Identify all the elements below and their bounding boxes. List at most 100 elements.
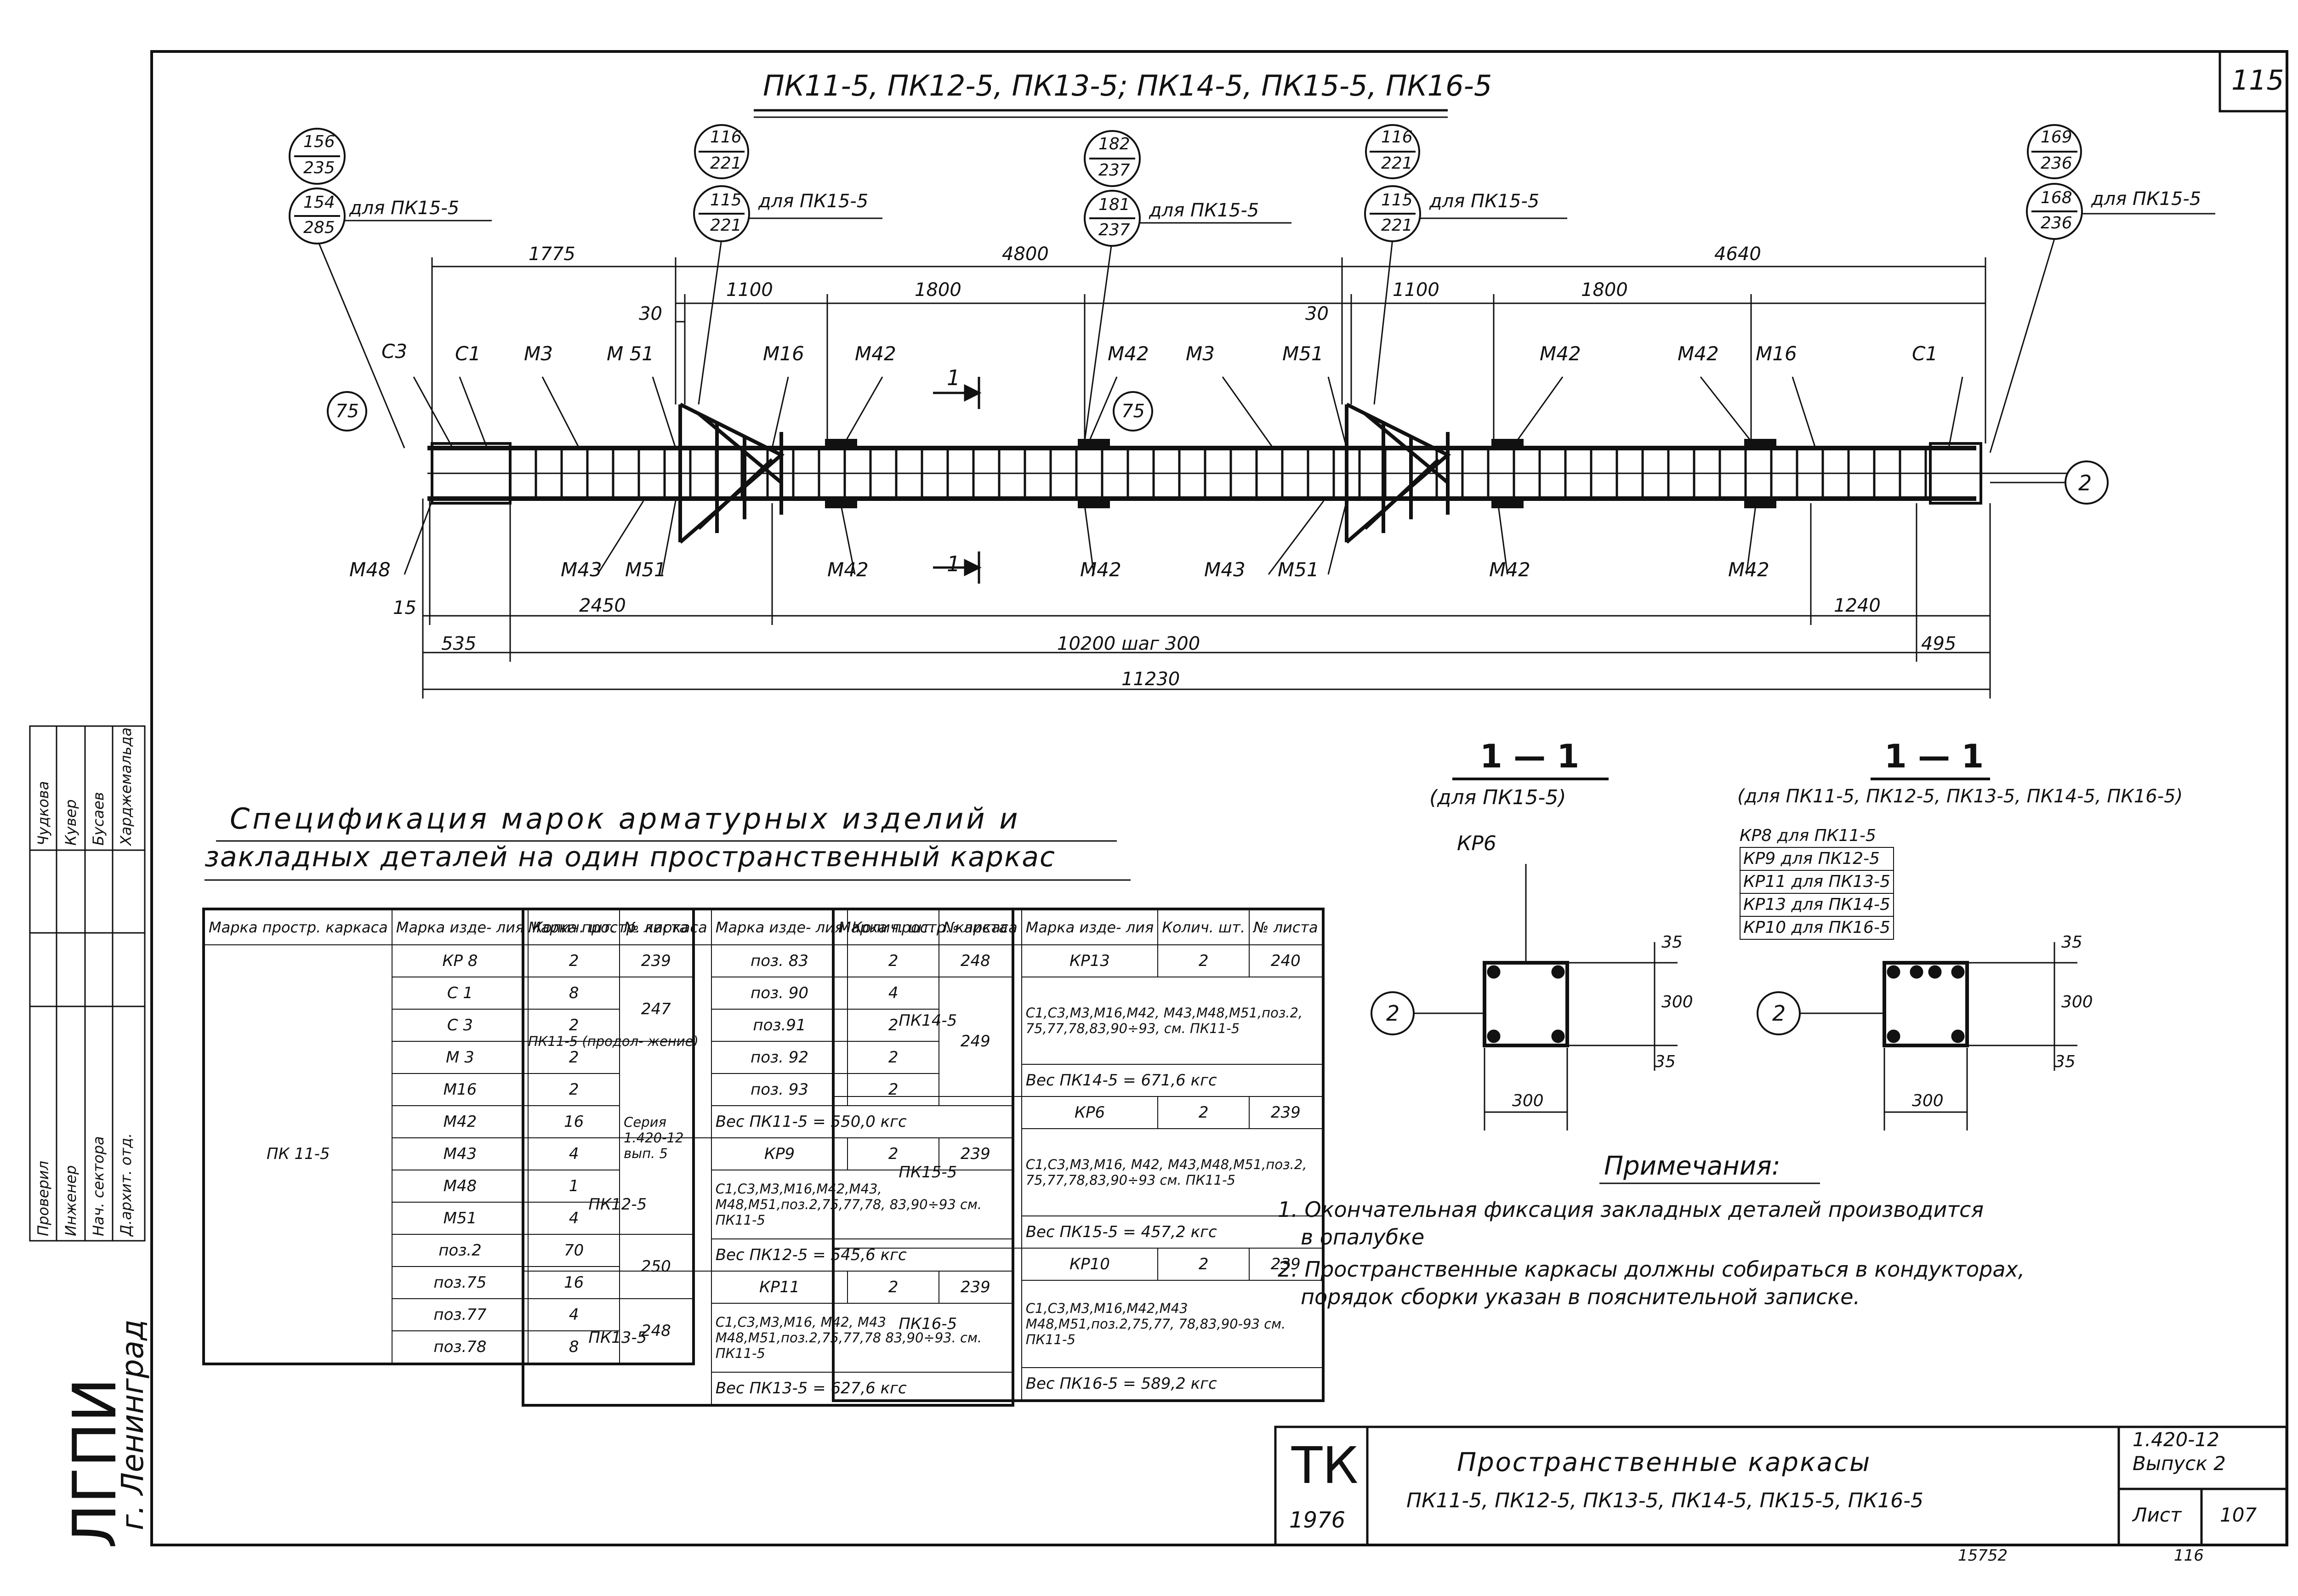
cell: КР9 (711, 1137, 848, 1170)
cell: КР10 (1021, 1248, 1159, 1281)
spec-title: закладных деталей на один пространственн… (205, 841, 1056, 873)
dim: 300 (1661, 993, 1693, 1011)
logo: ТК (1291, 1436, 1359, 1495)
th: Марка изде- лия (1021, 909, 1159, 945)
list-cell: С1,С3,М3,М16,М42,М43 М48,М51,поз.2,75,77… (1021, 1280, 1324, 1368)
spec-title: Спецификация марок арматурных изделий и (230, 802, 1021, 835)
sheet-number: 115 (2231, 64, 2284, 97)
element-label: М16 (1756, 342, 1797, 365)
dim: 4640 (1714, 244, 1761, 265)
th: № листа (1249, 909, 1324, 945)
callout-num: 237 (1098, 221, 1130, 239)
element-label: М3 (1186, 342, 1215, 365)
dim: 35 (2054, 1052, 2076, 1071)
cell: поз.91 (711, 1009, 848, 1042)
callout-num: 115 (1381, 191, 1413, 210)
cell: М51 (391, 1202, 529, 1235)
element-label: М 51 (607, 342, 654, 365)
dim: 30 (639, 303, 662, 324)
element-label: С1 (455, 342, 481, 365)
cell: поз.77 (391, 1298, 529, 1331)
callout-num: 169 (2041, 128, 2072, 147)
callout-num: 236 (2041, 214, 2072, 233)
dim: 1800 (915, 279, 961, 301)
dimension-lines (422, 257, 1991, 699)
section-title: 1 — 1 (1480, 738, 1580, 775)
frame-cell: ПК16-5 (833, 1248, 1022, 1401)
element-label: М43 (1204, 558, 1246, 581)
stamp-name: Бусаев (90, 792, 107, 846)
marker-75: 75 (336, 401, 359, 422)
element-label: М43 (561, 558, 602, 581)
section-b (1757, 778, 2077, 1130)
callout-num: 221 (1381, 154, 1413, 173)
dim: 1800 (1581, 279, 1628, 301)
section-kr: КР6 (1457, 832, 1496, 855)
frame-cell: ПК 11-5 (203, 944, 392, 1364)
element-label: М42 (1108, 342, 1149, 365)
callout-note: для ПК15-5 (2091, 188, 2201, 210)
element-label: М42 (1728, 558, 1769, 581)
side-stamp (29, 725, 146, 1242)
axis-marker: 2 (1772, 1001, 1786, 1026)
cell: М43 (391, 1137, 529, 1170)
th: Марка изде- лия (711, 909, 848, 945)
cell: 2 (1157, 944, 1250, 977)
cell: КР 8 (391, 944, 529, 977)
callout-num: 221 (710, 154, 742, 173)
frame-cell: ПК11-5 (продол- жение) (523, 944, 712, 1138)
stamp-role: Инженер (62, 1165, 80, 1236)
th: Колич. шт. (1157, 909, 1250, 945)
callout-note: для ПК15-5 (758, 191, 869, 212)
cell: поз.78 (391, 1330, 529, 1364)
callout-num: 182 (1098, 135, 1130, 153)
element-label: М51 (1278, 558, 1319, 581)
dim: 1100 (726, 279, 773, 301)
kr-item: КР13 для ПК14-5 (1740, 894, 1894, 917)
element-label: М42 (827, 558, 869, 581)
cell: поз. 92 (711, 1041, 848, 1074)
cell: поз. 93 (711, 1073, 848, 1106)
note-line: порядок сборки указан в пояснительной за… (1301, 1284, 1860, 1309)
cell: С 1 (391, 977, 529, 1010)
cell: КР13 (1021, 944, 1159, 977)
section-mark: 1 (947, 365, 961, 390)
kr-item: КР10 для ПК16-5 (1740, 917, 1894, 940)
weight-cell: Вес ПК15-5 = 457,2 кгс (1021, 1215, 1324, 1249)
sheet-number-box (2218, 50, 2288, 113)
block-subtitle: ПК11-5, ПК12-5, ПК13-5, ПК14-5, ПК15-5, … (1406, 1489, 1923, 1512)
section-mark: 1 (947, 551, 961, 576)
cell: поз.2 (391, 1234, 529, 1267)
axis-marker: 2 (2078, 471, 2092, 495)
bottom-mark: 116 (2174, 1546, 2204, 1565)
callout-num: 181 (1098, 195, 1130, 214)
leader-lines (316, 239, 2055, 575)
callout-note: для ПК15-5 (1429, 191, 1540, 212)
callout-note: для ПК15-5 (349, 198, 460, 219)
callout-num: 115 (710, 191, 742, 210)
dim: 300 (2061, 993, 2093, 1011)
th: Марка простр. каркаса (833, 909, 1022, 945)
callout-num: 236 (2041, 154, 2072, 173)
dim: 1100 (1393, 279, 1439, 301)
element-label: М16 (763, 342, 804, 365)
dim: 10200 шаг 300 (1057, 633, 1200, 654)
list-cell: С1,С3,М3,М16,М42, М43,М48,М51,поз.2, 75,… (1021, 977, 1324, 1065)
dim: 35 (1661, 933, 1683, 952)
axis-marker: 2 (1386, 1001, 1400, 1026)
list-cell: С1,С3,М3,М16, М42, М43,М48,М51,поз.2, 75… (1021, 1128, 1324, 1216)
kr-list: КР8 для ПК11-5 КР9 для ПК12-5 КР11 для П… (1740, 825, 1894, 940)
issue: Выпуск 2 (2133, 1452, 2226, 1475)
kr-item: КР8 для ПК11-5 (1740, 826, 1876, 845)
dim: 4800 (1002, 244, 1049, 265)
beam-elevation (427, 403, 2105, 544)
side-stamp-text: Д.архит. отд. Нач. сектора Инженер Прове… (30, 726, 145, 1241)
cell: поз.75 (391, 1266, 529, 1299)
cell: поз. 83 (711, 944, 848, 977)
note-line: 1. Окончательная фиксация закладных дета… (1278, 1197, 1984, 1222)
callout-num: 168 (2041, 188, 2072, 207)
element-label: М42 (1540, 342, 1581, 365)
kr-item: КР11 для ПК13-5 (1740, 871, 1894, 894)
cell: КР11 (711, 1271, 848, 1304)
